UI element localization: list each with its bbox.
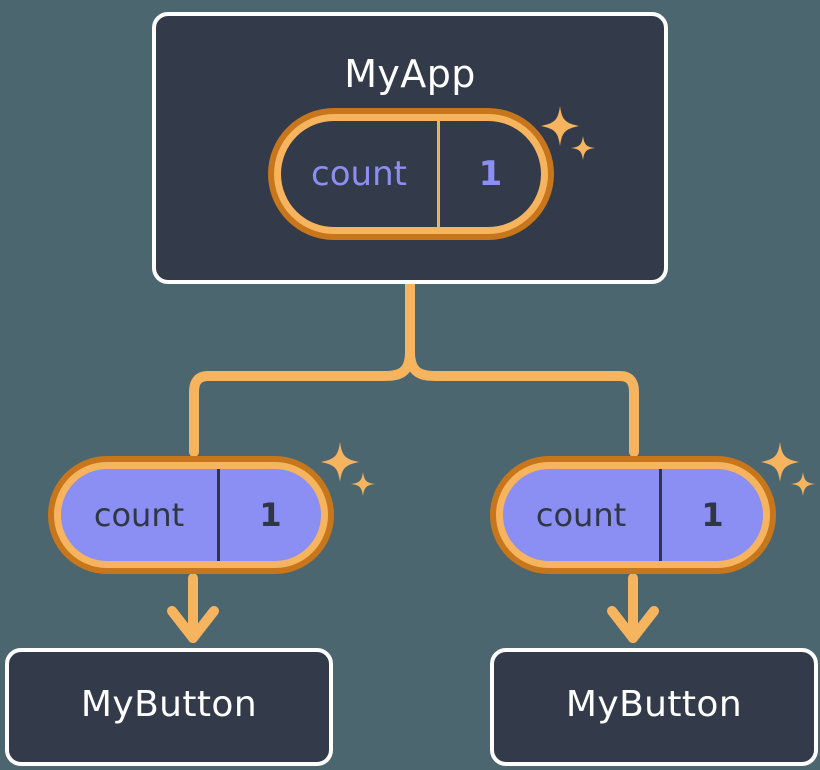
state-value-label: 1 [437,121,541,227]
connector-fork-left [189,347,415,457]
component-box-mybutton-right[interactable]: MyButton [490,648,818,766]
state-key-label: count [93,496,185,534]
sparkle-small-icon [351,472,375,496]
state-pill-myapp[interactable]: count 1 [268,108,554,240]
state-pill-ring-inner: count 1 [54,462,328,568]
state-pill-ring-inner: count 1 [274,114,548,234]
state-key-label: count [311,154,407,194]
arrow-down-left-head [167,606,219,643]
state-pill-ring-inner: count 1 [496,462,770,568]
state-pill-face: count 1 [281,121,541,227]
state-key-label: count [535,496,627,534]
state-pill-left[interactable]: count 1 [48,456,334,574]
arrow-down-right-head [607,606,659,643]
component-box-mybutton-left[interactable]: MyButton [5,648,333,766]
component-title-myapp: MyApp [344,52,476,96]
component-title-mybutton-right: MyButton [565,684,743,725]
state-pill-face: count 1 [61,469,321,561]
state-pill-right[interactable]: count 1 [490,456,776,574]
state-value-label: 1 [217,469,321,561]
sparkle-icon [761,442,799,482]
connector-fork-right [405,347,639,457]
sparkle-icon [321,442,359,482]
component-title-mybutton-left: MyButton [80,684,258,725]
state-pill-face: count 1 [503,469,763,561]
state-value-label: 1 [659,469,763,561]
sparkle-small-icon [791,472,815,496]
